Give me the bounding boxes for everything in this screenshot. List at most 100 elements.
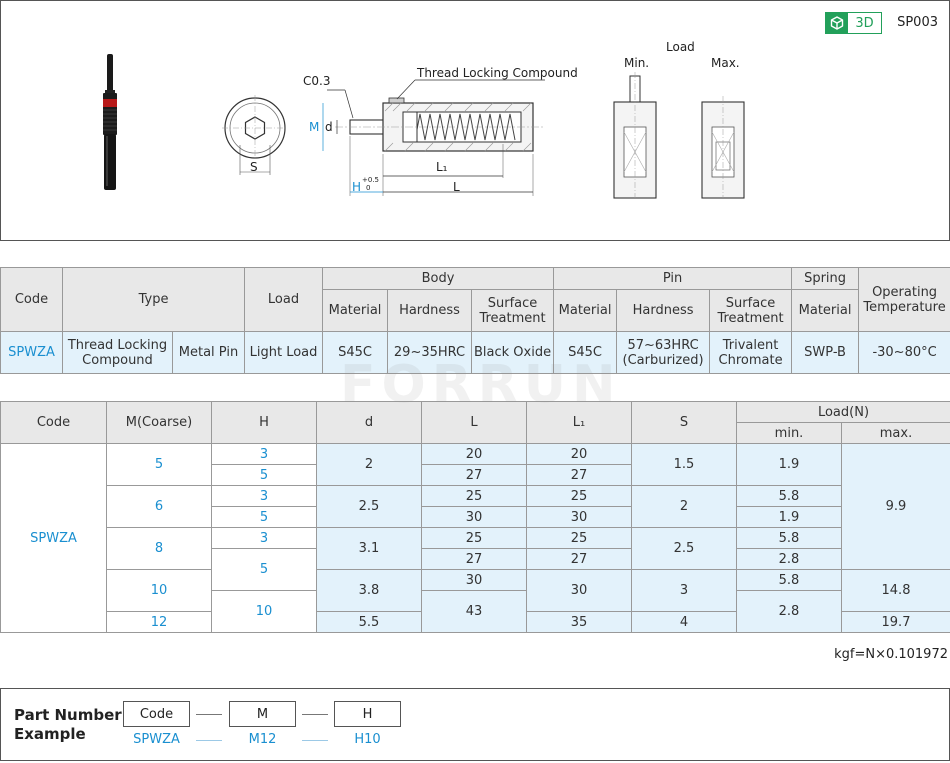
part-number-h-value: H10	[354, 732, 381, 747]
thread-locking-compound-label: Thread Locking Compound	[417, 66, 578, 80]
spec-header-body-material: Material	[322, 289, 389, 332]
dim-m-8[interactable]: 8	[106, 527, 212, 570]
dim-h-cell[interactable]: 3	[211, 443, 317, 465]
dimension-table: Code M(Coarse) H d L L₁ S Load(N) min. m…	[0, 401, 950, 633]
dim-l-cell: 27	[421, 464, 527, 486]
dim-s-cell: 1.5	[631, 443, 737, 486]
dim-l1-cell: 20	[526, 443, 632, 465]
dim-s-cell: 2.5	[631, 527, 737, 570]
dim-header-d: d	[316, 401, 422, 444]
dim-load-min-cell: 5.8	[736, 485, 842, 507]
spec-header-load: Load	[244, 267, 324, 332]
dim-l1-cell: 27	[526, 464, 632, 486]
dim-h-cell[interactable]: 5	[211, 548, 317, 591]
part-number-code-value: SPWZA	[133, 732, 180, 747]
dim-h-cell[interactable]: 5	[211, 506, 317, 528]
dim-l-cell: 20	[421, 443, 527, 465]
part-number-m-box: M	[229, 701, 296, 727]
section-view-drawing	[322, 79, 545, 196]
spec-body-material: S45C	[322, 331, 389, 374]
load-min-label: Min.	[624, 56, 650, 70]
dim-h-cell[interactable]: 3	[211, 527, 317, 549]
spec-load: Light Load	[244, 331, 324, 374]
dim-l-cell: 43	[421, 590, 527, 633]
dim-load-min-cell: 5.8	[736, 569, 842, 591]
dim-header-s: S	[631, 401, 737, 444]
dim-l1-cell: 35	[526, 611, 632, 633]
dim-header-code: Code	[0, 401, 107, 444]
dim-load-min-cell: 1.9	[736, 506, 842, 528]
dim-d-cell: 3.1	[316, 527, 422, 570]
dim-l1-cell: 27	[526, 548, 632, 570]
dim-l1-cell: 30	[526, 506, 632, 528]
part-number-m-value: M12	[248, 732, 277, 747]
product-photo	[103, 54, 117, 190]
dim-d-cell: 5.5	[316, 611, 422, 633]
dim-code[interactable]: SPWZA	[0, 443, 107, 633]
spec-header-pin-hardness: Hardness	[616, 289, 711, 332]
dim-m-12[interactable]: 12	[106, 611, 212, 633]
dim-header-load: Load(N)	[736, 401, 950, 423]
part-number-value-separator	[196, 740, 222, 741]
dim-load-min-cell: 1.9	[736, 443, 842, 486]
dim-l-cell: 30	[421, 506, 527, 528]
spec-header-spring: Spring	[791, 267, 860, 290]
dim-d-cell: 2.5	[316, 485, 422, 528]
dim-h-cell[interactable]: 10	[211, 590, 317, 633]
spec-header-body: Body	[322, 267, 555, 290]
spec-header-pin: Pin	[553, 267, 793, 290]
dim-h-cell[interactable]: 5	[211, 464, 317, 486]
dim-l-label: L	[453, 180, 460, 194]
part-number-value-separator	[302, 740, 328, 741]
part-number-separator	[196, 714, 222, 715]
3d-label: 3D	[855, 15, 874, 31]
dim-m-5[interactable]: 5	[106, 443, 212, 486]
dim-header-load-max: max.	[841, 422, 950, 444]
spec-header-code: Code	[0, 267, 63, 332]
spec-temperature: -30~80°C	[858, 331, 950, 374]
dim-m-label: M	[309, 120, 320, 134]
spec-header-spring-material: Material	[791, 289, 860, 332]
chamfer-label: C0.3	[303, 74, 331, 88]
spec-header-pin-surface: Surface Treatment	[709, 289, 793, 332]
series-code: SP003	[897, 15, 938, 30]
load-max-label: Max.	[711, 56, 740, 70]
load-title: Load	[666, 40, 695, 54]
dim-d-cell: 2	[316, 443, 422, 486]
dim-s-label: S	[250, 160, 258, 174]
spec-pin-surface: Trivalent Chromate	[709, 331, 793, 374]
dim-load-min-cell: 5.8	[736, 527, 842, 549]
part-number-h-box: H	[334, 701, 401, 727]
dim-l1-cell: 30	[526, 569, 632, 612]
part-number-title: Part Number Example	[14, 706, 122, 743]
spec-header-pin-material: Material	[553, 289, 618, 332]
watermark-logo: FORRUN	[340, 355, 622, 415]
dim-d-cell: 3.8	[316, 569, 422, 612]
cube-icon	[826, 13, 848, 33]
dim-l-cell: 30	[421, 569, 527, 591]
dim-l1-cell: 25	[526, 485, 632, 507]
dim-m-6[interactable]: 6	[106, 485, 212, 528]
dim-load-max-cell: 14.8	[841, 569, 950, 612]
dim-l-cell: 25	[421, 485, 527, 507]
load-diagram	[613, 72, 745, 199]
dim-s-cell: 3	[631, 569, 737, 612]
spec-header-temperature: Operating Temperature	[858, 267, 950, 332]
dim-load-max-cell: 19.7	[841, 611, 950, 633]
spec-spring-material: SWP-B	[791, 331, 860, 374]
part-number-separator	[302, 714, 328, 715]
dim-h-cell[interactable]: 3	[211, 485, 317, 507]
spec-pin-hardness: 57~63HRC (Carburized)	[616, 331, 711, 374]
3d-model-button[interactable]: 3D	[825, 12, 882, 34]
spec-type-1: Thread Locking Compound	[62, 331, 173, 374]
spec-code[interactable]: SPWZA	[0, 331, 63, 374]
dim-d-label: d	[325, 120, 333, 134]
dim-m-10[interactable]: 10	[106, 569, 212, 612]
dim-l1-label: L₁	[436, 160, 448, 174]
dim-load-min-cell: 2.8	[736, 590, 842, 633]
spec-header-type: Type	[61, 267, 246, 332]
dim-header-m: M(Coarse)	[106, 401, 212, 444]
spec-type-2: Metal Pin	[171, 331, 246, 374]
spec-header-body-surface: Surface Treatment	[471, 289, 555, 332]
